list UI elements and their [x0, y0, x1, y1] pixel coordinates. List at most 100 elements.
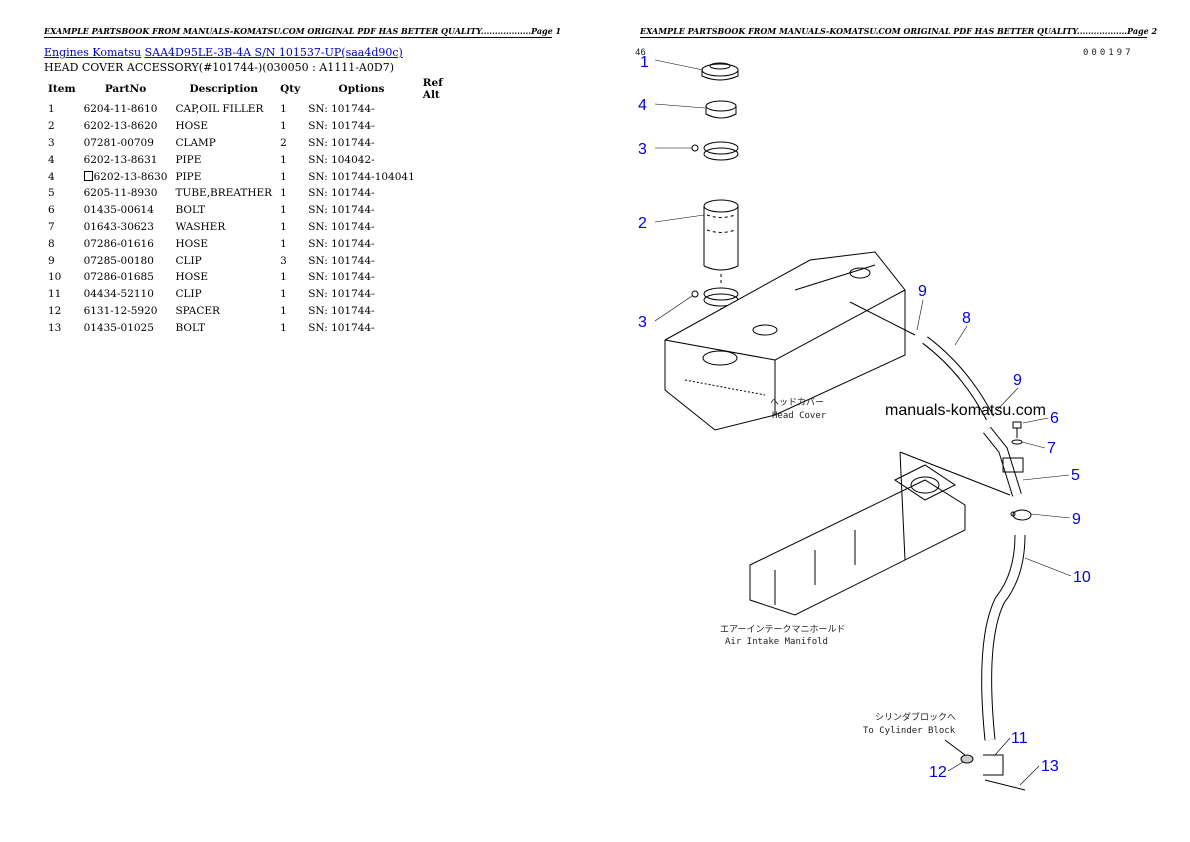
corner-code: 46: [635, 48, 646, 58]
cell-ref-alt: [419, 319, 467, 336]
cell-description: BOLT: [175, 204, 206, 217]
cell-partno: 01435-00614: [83, 204, 154, 217]
column-header-partno: PartNo: [104, 83, 147, 95]
callout-7: 7: [1047, 440, 1056, 457]
clip-part-lower: [1010, 509, 1032, 521]
callout-3-lower: 3: [638, 314, 647, 331]
cell-description: PIPE: [175, 170, 202, 183]
tube-breather-part: [983, 426, 1024, 497]
cell-options: SN: 101744-: [308, 187, 375, 200]
cell-ref-alt: [419, 286, 467, 303]
cell-options: SN: 101744-: [308, 120, 375, 133]
cell-description: CLIP: [175, 254, 202, 267]
cell-ref-alt: [419, 101, 467, 118]
cell-partno: 07281-00709: [83, 136, 154, 149]
breadcrumb-link-engines[interactable]: Engines Komatsu: [44, 46, 142, 59]
cell-item: 7: [48, 220, 55, 233]
cell-partno: 07286-01616: [83, 237, 154, 250]
cell-partno: 07285-00180: [83, 254, 154, 267]
cell-item: 2: [48, 120, 55, 133]
cell-partno-text: 6202-13-8630: [93, 170, 168, 183]
callout-12: 12: [929, 764, 947, 781]
cell-description: CLAMP: [175, 136, 216, 149]
column-header-description: Description: [189, 83, 258, 95]
cell-partno: 04434-52110: [83, 288, 154, 301]
callout-8: 8: [962, 310, 971, 327]
cell-qty: 3: [280, 254, 287, 267]
column-header-options: Options: [338, 83, 385, 95]
cylinder-label-jp: シリンダブロックへ: [875, 711, 956, 723]
cell-ref-alt: [419, 185, 467, 202]
cell-qty: 1: [280, 271, 287, 284]
cell-qty: 1: [280, 153, 287, 166]
cell-qty: 1: [280, 220, 287, 233]
cell-description: HOSE: [175, 237, 209, 250]
manifold-label-en: Air Intake Manifold: [725, 637, 828, 647]
cell-options: SN: 101744-: [308, 321, 375, 334]
cell-ref-alt: [419, 135, 467, 152]
table-row: 9 07285-00180 CLIP 3 SN: 101744-: [44, 252, 467, 269]
drawing-code: 000197: [1083, 48, 1134, 58]
cell-options: SN: 101744-: [308, 254, 375, 267]
cell-qty: 1: [280, 321, 287, 334]
cell-qty: 1: [280, 187, 287, 200]
cell-item: 10: [48, 271, 62, 284]
parts-table: Item PartNo Description Qty Options Ref …: [44, 77, 467, 336]
breadcrumb-link-model[interactable]: SAA4D95LE-3B-4A S/N 101537-UP(saa4d90c): [144, 46, 403, 59]
cell-options: SN: 101744-: [308, 220, 375, 233]
cell-options: SN: 104042-: [308, 153, 375, 166]
cell-qty: 2: [280, 136, 287, 149]
cell-qty: 1: [280, 304, 287, 317]
cell-description: PIPE: [175, 153, 202, 166]
cell-item: 9: [48, 254, 55, 267]
cell-description: TUBE,BREATHER: [175, 187, 273, 200]
page-1-header: EXAMPLE PARTSBOOK FROM MANUALS-KOMATSU.C…: [44, 26, 562, 38]
callout-5: 5: [1071, 467, 1080, 484]
column-header-item: Item: [48, 83, 76, 95]
cell-options: SN: 101744-: [308, 271, 375, 284]
page-title: HEAD COVER ACCESSORY(#101744-)(030050 : …: [44, 61, 394, 74]
callout-10: 10: [1073, 569, 1091, 586]
bolt-6-part: [1012, 421, 1022, 438]
washer-7-part: [1011, 439, 1023, 445]
cell-ref-alt: [419, 118, 467, 135]
clip-11-part: [983, 754, 1026, 791]
callout-3-upper: 3: [638, 141, 647, 158]
oil-filler-cap-part: [701, 62, 739, 81]
callout-13: 13: [1041, 758, 1059, 775]
cell-qty: 1: [280, 170, 287, 183]
cell-options: SN: 101744-: [308, 103, 375, 116]
head-cover-label-jp: ヘッドカバー: [770, 397, 824, 408]
manifold-label-jp: エアーインテークマニホールド: [720, 624, 845, 635]
cell-partno: 6202-13-8620: [83, 120, 158, 133]
superseded-box-icon: [83, 170, 93, 181]
cell-options: SN: 101744-: [308, 136, 375, 149]
clamp-part-upper: [691, 141, 739, 161]
cell-ref-alt: [419, 219, 467, 236]
cell-description: SPACER: [175, 304, 220, 317]
callout-9-upper: 9: [918, 283, 927, 300]
cell-item: 11: [48, 288, 62, 301]
column-header-ref-alt: Ref Alt: [422, 77, 443, 101]
cell-ref-alt: [419, 168, 467, 185]
callout-1: 1: [640, 54, 649, 71]
hose-10-part: [981, 534, 1026, 741]
cell-description: CAP,OIL FILLER: [175, 103, 264, 116]
table-header-row: Item PartNo Description Qty Options Ref …: [44, 77, 467, 101]
page-2-header: EXAMPLE PARTSBOOK FROM MANUALS-KOMATSU.C…: [640, 26, 1158, 38]
cell-item: 5: [48, 187, 55, 200]
air-intake-manifold-part: [749, 464, 966, 616]
cell-description: BOLT: [175, 321, 206, 334]
cell-description: HOSE: [175, 120, 209, 133]
head-cover-label-en: Head Cover: [772, 411, 827, 421]
callout-4: 4: [638, 97, 647, 114]
